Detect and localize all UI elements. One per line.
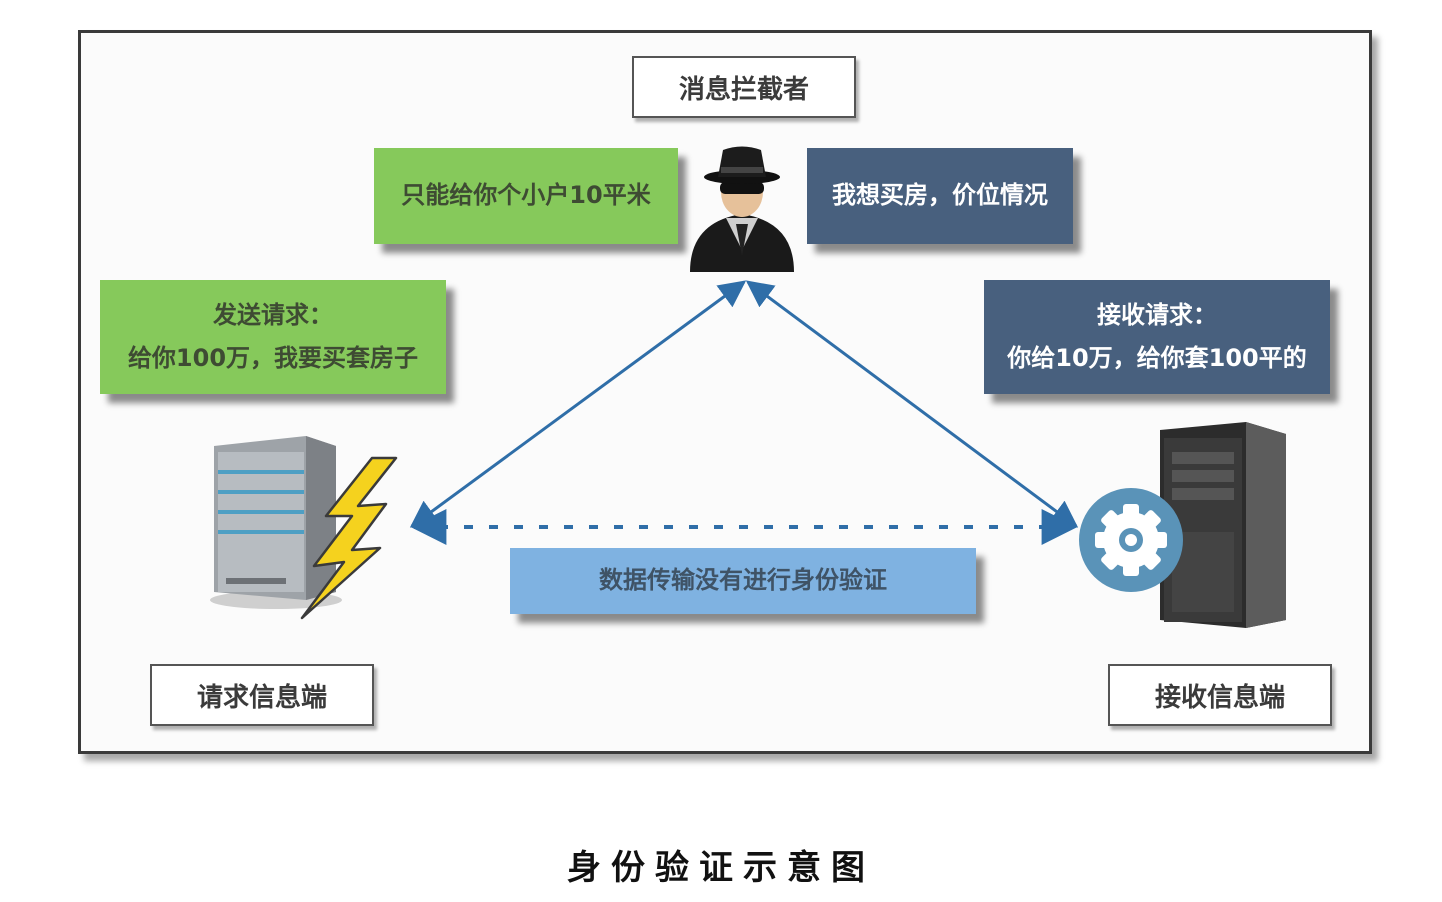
- receive-request-title: 接收请求：: [1097, 300, 1217, 329]
- send-request-note: 发送请求： 给你100万，我要买套房子: [100, 280, 446, 394]
- figure-caption: 身份验证示意图: [567, 848, 875, 888]
- receive-request-note: 接收请求： 你给10万，给你套100平的: [984, 280, 1330, 394]
- interceptor-forward-note: 我想买房，价位情况: [807, 148, 1073, 244]
- arrow-requester-interceptor: [409, 280, 747, 528]
- no-auth-text: 数据传输没有进行身份验证: [599, 566, 887, 595]
- interceptor-reply-text: 只能给你个小户10平米: [401, 181, 651, 210]
- arrow-interceptor-receiver: [745, 280, 1079, 528]
- gear-icon: [1079, 488, 1183, 592]
- requester-label: 请求信息端: [150, 664, 374, 726]
- receive-request-body: 你给10万，给你套100平的: [1007, 344, 1307, 372]
- server-icon: [210, 436, 342, 609]
- send-request-title: 发送请求：: [213, 300, 333, 329]
- interceptor-forward-text: 我想买房，价位情况: [832, 181, 1048, 210]
- no-auth-note: 数据传输没有进行身份验证: [510, 548, 976, 614]
- lightning-icon: [300, 456, 398, 620]
- interceptor-label: 消息拦截者: [632, 56, 856, 118]
- tower-computer-icon: [1160, 422, 1286, 628]
- hacker-icon: [690, 146, 794, 272]
- receiver-label: 接收信息端: [1108, 664, 1332, 726]
- interceptor-reply-note: 只能给你个小户10平米: [374, 148, 678, 244]
- send-request-body: 给你100万，我要买套房子: [127, 344, 419, 372]
